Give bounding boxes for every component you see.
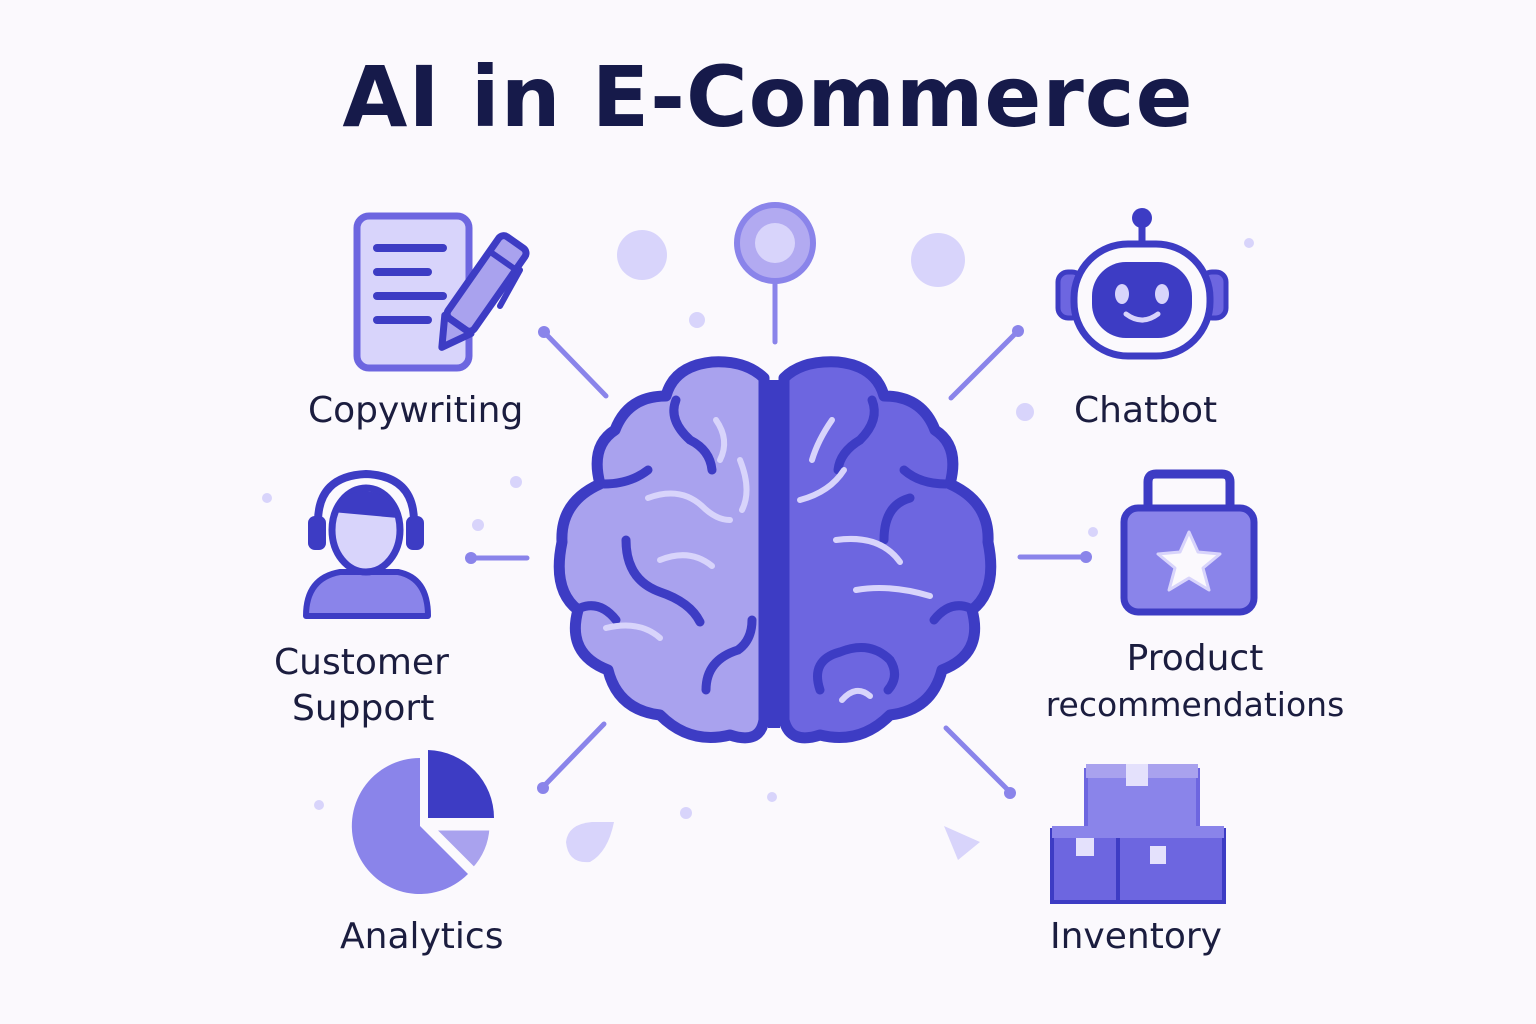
customer-support-label-line1: Customer bbox=[274, 642, 449, 683]
product-recommendations-label-line2: recommendations bbox=[1045, 685, 1345, 724]
customer-support-label-line2: Support bbox=[292, 688, 435, 729]
document-pen-icon bbox=[353, 212, 530, 372]
inventory-label: Inventory bbox=[1050, 914, 1222, 960]
copywriting-label-text: Copywriting bbox=[308, 390, 524, 431]
triangle-decoration bbox=[944, 826, 980, 860]
top-pin-icon bbox=[734, 202, 816, 284]
headset-person-icon bbox=[303, 469, 431, 619]
robot-icon bbox=[1055, 208, 1229, 360]
product-recommendations-label: Product recommendations bbox=[1020, 636, 1370, 728]
product-recommendations-label-line1: Product bbox=[1126, 638, 1264, 679]
page-title: AI in E-Commerce bbox=[342, 48, 1194, 146]
brain-icon bbox=[553, 356, 997, 744]
connectors bbox=[465, 281, 1092, 799]
analytics-label-text: Analytics bbox=[340, 916, 504, 957]
analytics-label: Analytics bbox=[340, 914, 503, 960]
boxes-icon bbox=[1050, 764, 1226, 904]
pie-chart-icon bbox=[351, 750, 495, 894]
shopping-bag-star-icon bbox=[1120, 469, 1258, 616]
inventory-label-text: Inventory bbox=[1050, 916, 1222, 957]
chatbot-label: Chatbot bbox=[1074, 388, 1217, 434]
drop-decoration bbox=[566, 822, 614, 863]
copywriting-label: Copywriting bbox=[308, 388, 523, 434]
customer-support-label: Customer Support bbox=[274, 640, 449, 732]
chatbot-label-text: Chatbot bbox=[1074, 390, 1218, 431]
